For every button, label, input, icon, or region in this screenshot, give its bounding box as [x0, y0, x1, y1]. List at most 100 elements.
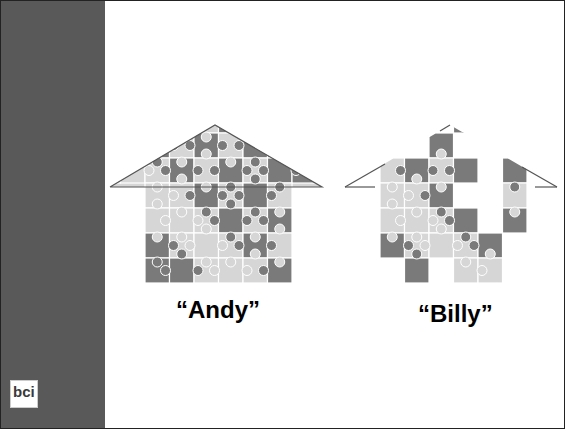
puzzle-piece: [356, 133, 381, 158]
puzzle-knob: [259, 166, 269, 176]
puzzle-knob: [412, 249, 422, 259]
puzzle-knob: [445, 166, 455, 176]
puzzle-knob: [185, 191, 195, 201]
puzzle-piece: [268, 208, 293, 233]
puzzle-piece: [292, 108, 317, 133]
puzzle-piece: [194, 133, 219, 158]
puzzle-piece: [145, 258, 170, 283]
puzzle-piece: [121, 108, 146, 133]
puzzle-piece: [292, 133, 317, 158]
puzzle-knob: [201, 149, 211, 159]
puzzle-knob: [103, 157, 113, 167]
puzzle-knob: [177, 207, 187, 217]
puzzle-knob: [250, 249, 260, 259]
puzzle-knob: [453, 241, 463, 251]
puzzle-piece: [145, 158, 170, 183]
puzzle-piece: [194, 158, 219, 183]
puzzle-knob: [510, 182, 520, 192]
puzzle-piece: [429, 233, 454, 258]
puzzle-knob: [201, 132, 211, 142]
puzzle-house: [96, 100, 341, 290]
puzzle-knob: [250, 207, 260, 217]
puzzle-piece: [552, 133, 565, 158]
puzzle-piece: [380, 108, 405, 133]
puzzle-piece: [145, 233, 170, 258]
puzzle-knob: [299, 124, 309, 134]
puzzle-piece: [243, 108, 268, 133]
puzzle-piece: [317, 133, 342, 158]
puzzle-knob: [412, 232, 422, 242]
puzzle-knob: [242, 166, 252, 176]
puzzle-knob: [387, 182, 397, 192]
puzzle-knob: [201, 207, 211, 217]
puzzle-piece: [219, 158, 244, 183]
puzzle-piece: [243, 258, 268, 283]
puzzle-knob: [275, 207, 285, 217]
puzzle-piece: [380, 158, 405, 183]
puzzle-piece: [527, 108, 552, 133]
puzzle-piece: [268, 158, 293, 183]
puzzle-piece: [503, 108, 528, 133]
puzzle-knob: [210, 216, 220, 226]
puzzle-piece: [454, 158, 479, 183]
puzzle-knob: [103, 132, 113, 142]
puzzle-piece: [219, 233, 244, 258]
puzzle-knob: [283, 141, 293, 151]
puzzle-piece: [317, 108, 342, 133]
puzzle-knob: [193, 166, 203, 176]
logo-mark: bci: [10, 380, 38, 408]
puzzle-knob: [477, 266, 487, 276]
puzzle-knob: [120, 141, 130, 151]
puzzle-piece: [478, 233, 503, 258]
puzzle-piece: [121, 133, 146, 158]
puzzle-piece: [356, 108, 381, 133]
puzzle-piece: [454, 233, 479, 258]
puzzle-knob: [267, 141, 277, 151]
puzzle-piece: [405, 233, 430, 258]
roof-outline: [535, 186, 557, 187]
puzzle-piece: [405, 208, 430, 233]
puzzle-piece: [380, 233, 405, 258]
puzzle-piece: [243, 208, 268, 233]
puzzle-piece: [317, 158, 342, 183]
puzzle-knob: [259, 216, 269, 226]
puzzle-knob: [193, 216, 203, 226]
puzzle-piece: [96, 133, 121, 158]
puzzle-knob: [559, 132, 565, 142]
puzzle-knob: [161, 166, 171, 176]
puzzle-knob: [387, 199, 397, 209]
puzzle-knob: [169, 191, 179, 201]
puzzle-piece: [331, 133, 356, 158]
puzzle-knob: [234, 191, 244, 201]
puzzle-knob: [275, 257, 285, 267]
puzzle-knob: [420, 241, 430, 251]
puzzle-piece: [454, 208, 479, 233]
puzzle-knob: [161, 116, 171, 126]
puzzle-knob: [226, 157, 236, 167]
puzzle-knob: [152, 257, 162, 267]
puzzle-knob: [161, 216, 171, 226]
puzzle-knob: [396, 166, 406, 176]
puzzle-piece: [503, 183, 528, 208]
puzzle-piece: [405, 183, 430, 208]
puzzle-knob: [461, 257, 471, 267]
puzzle-piece: [268, 233, 293, 258]
puzzle-piece: [170, 208, 195, 233]
puzzle-knob: [177, 249, 187, 259]
puzzle-knob: [234, 241, 244, 251]
puzzle-knob: [396, 116, 406, 126]
puzzle-piece: [405, 158, 430, 183]
puzzle-knob: [436, 224, 446, 234]
puzzle-knob: [324, 157, 334, 167]
roof-outline: [110, 125, 322, 187]
puzzle-piece: [219, 258, 244, 283]
puzzle-knob: [404, 241, 414, 251]
puzzle-piece: [454, 258, 479, 283]
puzzle-knob: [177, 174, 187, 184]
puzzle-knob: [250, 232, 260, 242]
puzzle-piece: [380, 208, 405, 233]
roof-outline: [345, 164, 385, 187]
